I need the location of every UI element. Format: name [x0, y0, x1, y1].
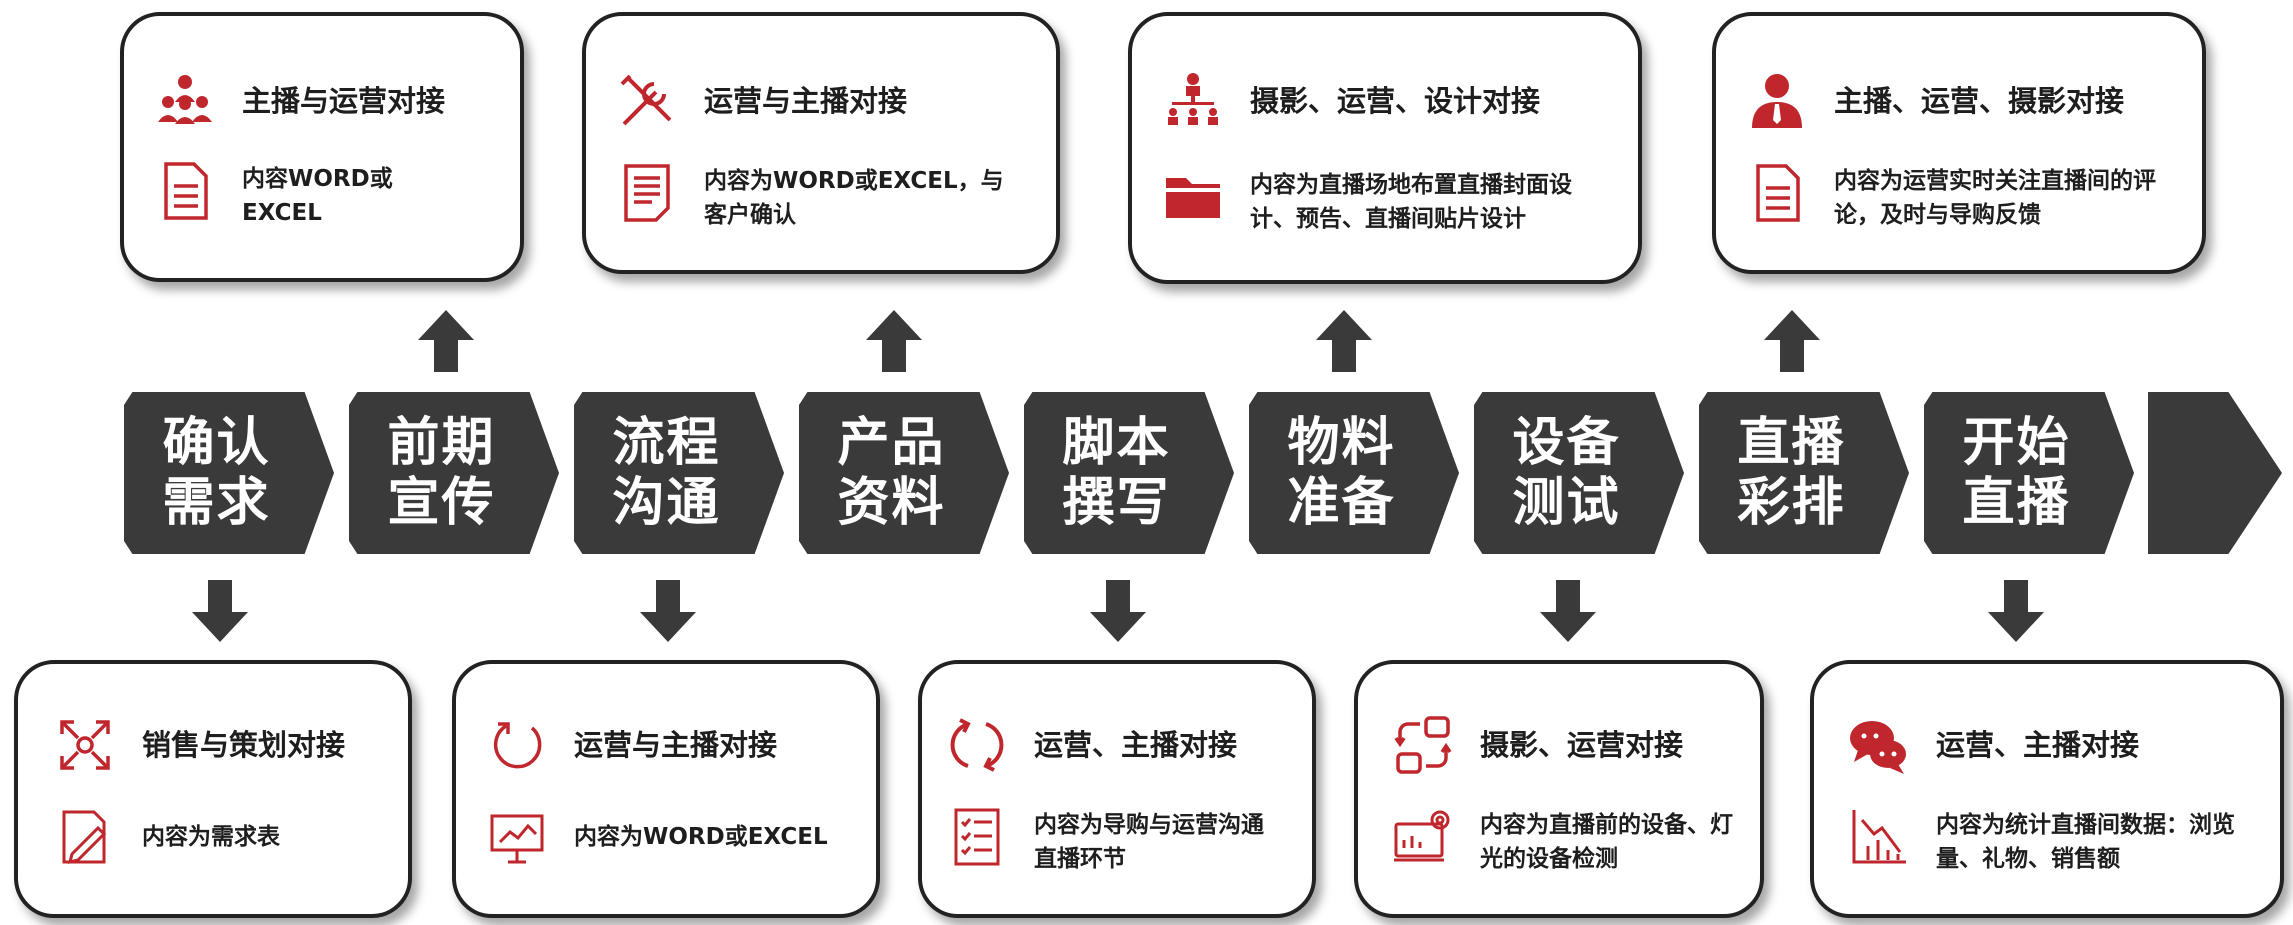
up-arrow-4	[1764, 310, 1820, 372]
refresh-icon	[486, 714, 548, 776]
bottom-card-4: 摄影、运营对接 内容为直播前的设备、灯光的设备检测	[1354, 660, 1764, 918]
top-card-2: 运营与主播对接 内容为WORD或EXCEL，与客户确认	[582, 12, 1060, 274]
step-2-line1: 前期	[387, 413, 496, 473]
step-1: 确认 需求	[124, 392, 334, 554]
edit-document-icon	[54, 806, 116, 868]
step-4: 产品 资料	[799, 392, 1009, 554]
top-card-3-title: 摄影、运营、设计对接	[1250, 84, 1541, 118]
bottom-card-1-desc: 内容为需求表	[142, 824, 280, 850]
step-9: 开始 直播	[1924, 392, 2134, 554]
chart-down-icon	[1848, 806, 1910, 868]
step-8-line1: 直播	[1737, 413, 1846, 473]
bottom-card-5: 运营、主播对接 内容为统计直播间数据：浏览量、礼物、销售额	[1810, 660, 2284, 918]
down-arrow-1	[192, 580, 248, 642]
down-arrow-3	[1090, 580, 1146, 642]
top-card-4-title: 主播、运营、摄影对接	[1834, 84, 2125, 118]
up-arrow-2	[866, 310, 922, 372]
step-9-line1: 开始	[1962, 413, 2071, 473]
top-card-4-desc: 内容为运营实时关注直播间的评论，及时与导购反馈	[1834, 168, 2156, 228]
step-6-line2: 准备	[1287, 473, 1396, 533]
top-card-4: 主播、运营、摄影对接 内容为运营实时关注直播间的评论，及时与导购反馈	[1712, 12, 2206, 274]
folder-icon	[1162, 166, 1224, 228]
down-arrow-5	[1988, 580, 2044, 642]
step-5-line2: 撰写	[1062, 473, 1171, 533]
step-6: 物料 准备	[1249, 392, 1459, 554]
bottom-card-3-title: 运营、主播对接	[1034, 728, 1238, 762]
step-9-line2: 直播	[1962, 473, 2071, 533]
step-7-line1: 设备	[1512, 413, 1621, 473]
step-3-line2: 沟通	[612, 473, 721, 533]
step-5-line1: 脚本	[1062, 413, 1171, 473]
step-8-line2: 彩排	[1737, 473, 1846, 533]
top-card-2-desc: 内容为WORD或EXCEL，与客户确认	[704, 168, 1004, 228]
step-6-line1: 物料	[1287, 413, 1396, 473]
document-icon	[1746, 162, 1808, 224]
bottom-card-5-title: 运营、主播对接	[1936, 728, 2140, 762]
bottom-card-5-desc: 内容为统计直播间数据：浏览量、礼物、销售额	[1936, 812, 2235, 872]
bottom-card-4-desc: 内容为直播前的设备、灯光的设备检测	[1480, 812, 1733, 872]
step-2-line2: 宣传	[387, 473, 496, 533]
step-4-line2: 资料	[837, 473, 946, 533]
org-chart-icon	[1162, 70, 1224, 132]
person-icon	[1746, 70, 1808, 132]
step-3: 流程 沟通	[574, 392, 784, 554]
bottom-card-2-desc: 内容为WORD或EXCEL	[574, 824, 828, 850]
step-4-line1: 产品	[837, 413, 946, 473]
top-card-3-desc: 内容为直播场地布置直播封面设计、预告、直播间贴片设计	[1250, 172, 1572, 232]
bottom-card-3: 运营、主播对接 内容为导购与运营沟通直播环节	[918, 660, 1316, 918]
document-icon	[154, 160, 216, 222]
sync-icon	[946, 714, 1008, 776]
up-arrow-3	[1316, 310, 1372, 372]
down-arrow-4	[1540, 580, 1596, 642]
exchange-icon	[1392, 714, 1454, 776]
top-card-1-title: 主播与运营对接	[242, 84, 446, 118]
bottom-card-2-title: 运营与主播对接	[574, 728, 778, 762]
top-card-1-desc: 内容WORD或EXCEL	[242, 166, 393, 226]
up-arrow-1	[418, 310, 474, 372]
step-3-line1: 流程	[612, 413, 721, 473]
top-card-1: 主播与运营对接 内容WORD或EXCEL	[120, 12, 524, 282]
bottom-card-1: 销售与策划对接 内容为需求表	[14, 660, 412, 918]
tools-icon	[616, 70, 678, 132]
checklist-icon	[946, 806, 1008, 868]
step-5: 脚本 撰写	[1024, 392, 1234, 554]
bottom-card-4-title: 摄影、运营对接	[1480, 728, 1684, 762]
step-7: 设备 测试	[1474, 392, 1684, 554]
file-lines-icon	[616, 162, 678, 224]
bottom-card-3-desc: 内容为导购与运营沟通直播环节	[1034, 812, 1264, 872]
step-7-line2: 测试	[1512, 473, 1621, 533]
step-1-line1: 确认	[162, 413, 271, 473]
down-arrow-2	[640, 580, 696, 642]
monitor-gear-icon	[1392, 806, 1454, 868]
top-card-2-title: 运营与主播对接	[704, 84, 908, 118]
chat-icon	[1848, 714, 1910, 776]
final-arrow	[2148, 392, 2282, 554]
step-1-line2: 需求	[162, 473, 271, 533]
bottom-card-1-title: 销售与策划对接	[142, 728, 346, 762]
expand-arrows-icon	[54, 714, 116, 776]
team-icon	[154, 70, 216, 132]
bottom-card-2: 运营与主播对接 内容为WORD或EXCEL	[452, 660, 880, 918]
presentation-icon	[486, 806, 548, 868]
step-8: 直播 彩排	[1699, 392, 1909, 554]
top-card-3: 摄影、运营、设计对接 内容为直播场地布置直播封面设计、预告、直播间贴片设计	[1128, 12, 1642, 284]
step-2: 前期 宣传	[349, 392, 559, 554]
